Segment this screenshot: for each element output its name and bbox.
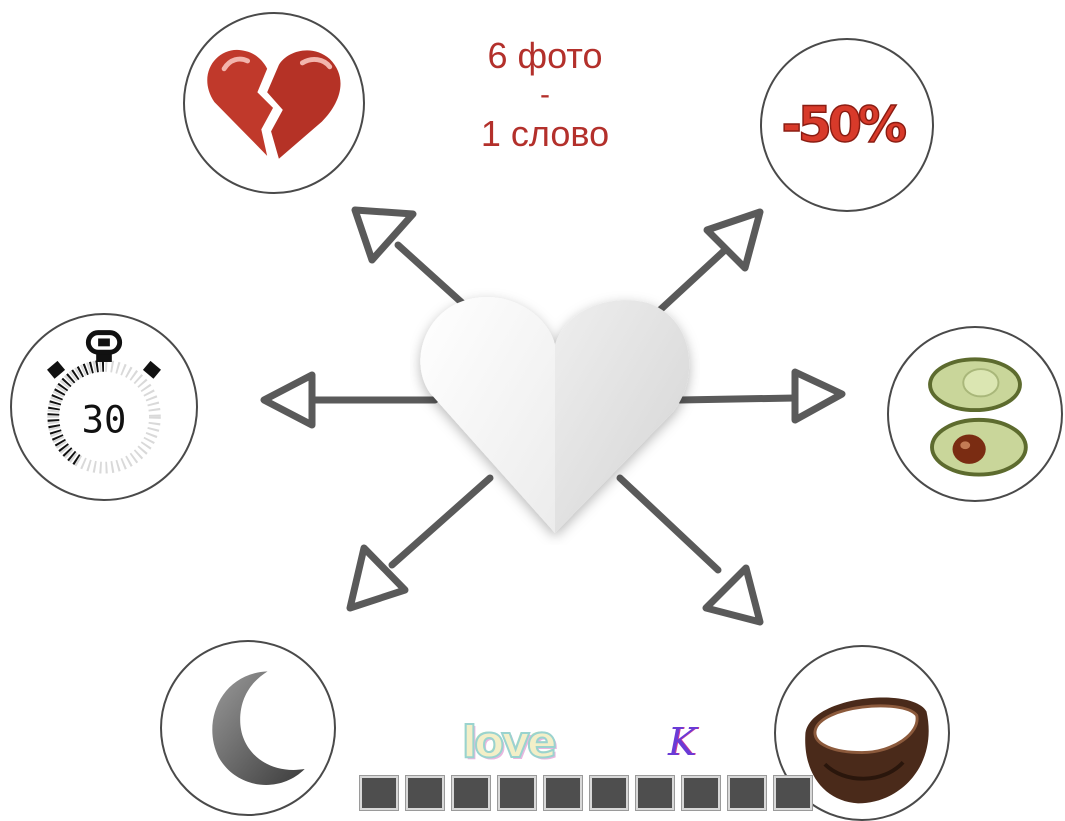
love-hint-word: love (462, 717, 554, 768)
answer-slots (360, 776, 812, 810)
center-heart-icon (410, 285, 700, 545)
arrowhead-left (264, 375, 312, 425)
answer-slot[interactable] (636, 776, 674, 810)
moon-photo[interactable] (160, 640, 336, 816)
stopwatch-photo[interactable]: 30 (10, 313, 198, 501)
arrowhead-right (795, 372, 842, 420)
avocado-photo[interactable] (887, 326, 1063, 502)
answer-slot[interactable] (682, 776, 720, 810)
stopwatch-digits: 30 (82, 397, 127, 441)
answer-slot[interactable] (498, 776, 536, 810)
title-line-2: 1 слово (430, 110, 660, 158)
title-line-1: 6 фото (430, 32, 660, 80)
answer-slot[interactable] (774, 776, 812, 810)
answer-slot[interactable] (590, 776, 628, 810)
avocado-icon (889, 328, 1061, 500)
discount-photo[interactable]: -50% (760, 38, 934, 212)
answer-slot[interactable] (406, 776, 444, 810)
answer-slot[interactable] (728, 776, 766, 810)
discount-text: -50% (782, 97, 907, 154)
discount-50-icon: -50% (762, 40, 932, 210)
puzzle-title: 6 фото - 1 слово (430, 32, 660, 158)
answer-slot[interactable] (360, 776, 398, 810)
title-separator: - (430, 80, 660, 110)
answer-slot[interactable] (452, 776, 490, 810)
broken-heart-photo[interactable] (183, 12, 365, 194)
crescent-moon-icon (162, 642, 334, 814)
broken-heart-icon (185, 14, 363, 192)
letter-k-hint: K (668, 720, 696, 764)
arrowhead-down-right (706, 568, 760, 622)
stopwatch-icon: 30 (12, 315, 196, 499)
answer-slot[interactable] (544, 776, 582, 810)
